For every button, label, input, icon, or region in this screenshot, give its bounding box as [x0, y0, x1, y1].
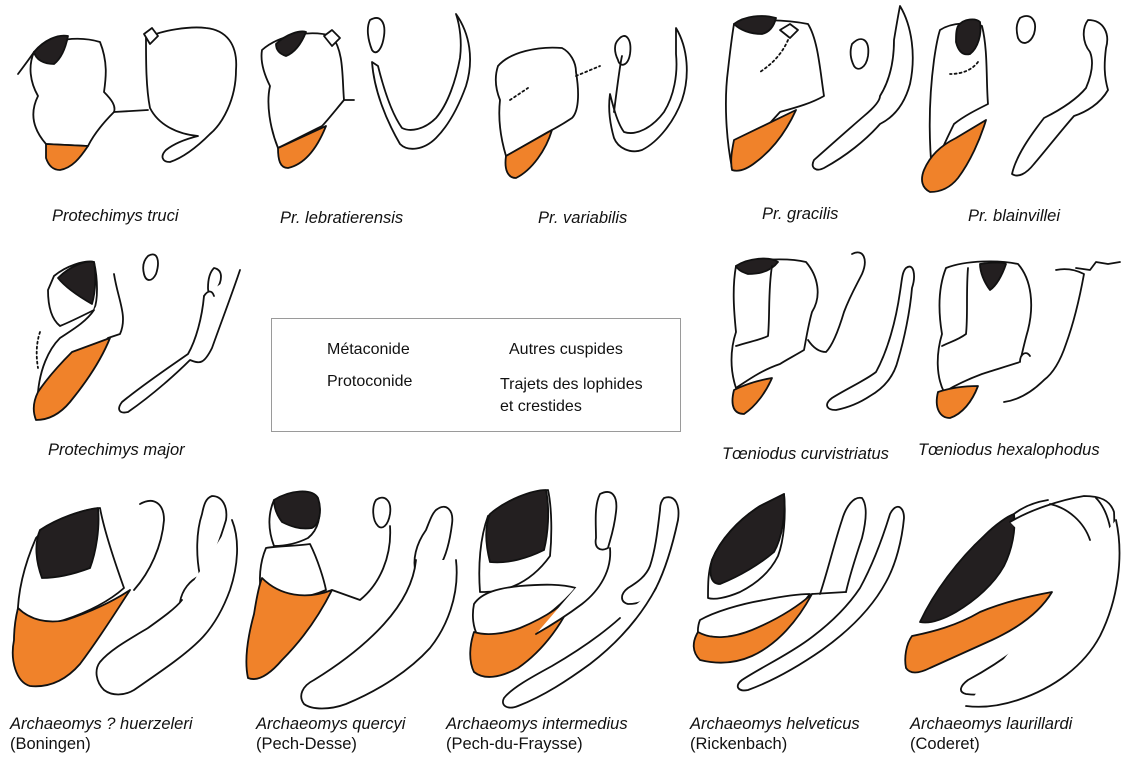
label-major: Protechimys major	[48, 440, 185, 460]
protoconid	[937, 386, 978, 418]
metaconid	[486, 490, 548, 562]
cusp-outline	[813, 6, 913, 170]
label-laurillardi: Archaeomys laurillardi (Coderet)	[910, 714, 1072, 754]
cusp-outline	[820, 498, 866, 594]
cusp-outline	[373, 498, 390, 528]
label-variabilis: Pr. variabilis	[538, 208, 627, 228]
cusp-outline	[332, 526, 390, 600]
tooth-lebratierensis	[261, 14, 470, 168]
tooth-gracilis	[726, 6, 913, 171]
label-lebratierensis: Pr. lebratierensis	[280, 208, 403, 228]
cusp-outline	[614, 56, 622, 112]
protoconid	[246, 578, 332, 679]
cusp-outline	[851, 39, 869, 69]
dotted-crest	[37, 332, 40, 368]
cusp-outline	[146, 27, 236, 162]
cusp-outline	[261, 33, 344, 148]
locality: (Rickenbach)	[690, 734, 860, 754]
protoconid	[46, 144, 88, 170]
label-truci: Protechimys truci	[52, 206, 179, 226]
cusp-outline	[1076, 262, 1120, 270]
cusp-outline	[732, 259, 818, 388]
label-gracilis: Pr. gracilis	[762, 204, 838, 224]
tooth-hexalophodus	[937, 261, 1120, 418]
legend-label-paths-1: Trajets des lophides	[500, 376, 643, 394]
legend-label-other: Autres cuspides	[509, 341, 623, 359]
species-name: Archaeomys laurillardi	[910, 714, 1072, 734]
legend-label-protoconid: Protoconide	[327, 373, 412, 391]
cusp-outline	[143, 254, 158, 280]
tooth-laurillardi	[905, 496, 1119, 707]
cusp-outline	[596, 492, 617, 550]
cusp-outline	[368, 18, 385, 52]
species-name: Archaeomys helveticus	[690, 714, 860, 734]
locality: (Coderet)	[910, 734, 1072, 754]
species-name: Archaeomys ? huerzeleri	[10, 714, 193, 734]
cusp-outline	[119, 270, 240, 413]
legend-label-paths-2: et crestides	[500, 398, 582, 416]
tooth-helveticus	[694, 494, 904, 690]
cusp-outline	[812, 592, 846, 594]
tooth-intermedius	[470, 490, 678, 708]
cusp-outline	[372, 14, 470, 149]
cusp-outline	[204, 292, 214, 297]
tooth-quercyi	[246, 491, 456, 708]
label-hexalophodus: Tœniodus hexalophodus	[918, 440, 1100, 460]
label-curvistriatus: Tœniodus curvistriatus	[722, 444, 889, 464]
label-helveticus: Archaeomys helveticus (Rickenbach)	[690, 714, 860, 754]
locality: (Pech-Desse)	[256, 734, 405, 754]
label-huerzeleri: Archaeomys ? huerzeleri (Boningen)	[10, 714, 193, 754]
tooth-huerzeleri	[13, 496, 237, 695]
cusp-outline	[134, 501, 164, 590]
tooth-variabilis	[496, 28, 687, 178]
locality: (Boningen)	[10, 734, 193, 754]
label-intermedius: Archaeomys intermedius (Pech-du-Fraysse)	[446, 714, 628, 754]
dotted-crest	[576, 66, 600, 76]
cusp-outline	[615, 36, 630, 65]
label-blainvillei: Pr. blainvillei	[968, 206, 1060, 226]
cusp-outline	[1017, 16, 1035, 43]
tooth-truci	[18, 27, 236, 170]
cusp-outline	[622, 497, 678, 604]
metaconid	[710, 494, 784, 584]
crest	[114, 110, 148, 112]
legend-label-metaconid: Métaconide	[327, 341, 410, 359]
tooth-major	[34, 254, 240, 420]
tooth-curvistriatus	[732, 252, 915, 414]
locality: (Pech-du-Fraysse)	[446, 734, 628, 754]
tooth-blainvillei	[922, 16, 1108, 192]
metaconid	[36, 508, 98, 578]
species-name: Archaeomys quercyi	[256, 714, 405, 734]
label-quercyi: Archaeomys quercyi (Pech-Desse)	[256, 714, 405, 754]
species-name: Archaeomys intermedius	[446, 714, 628, 734]
